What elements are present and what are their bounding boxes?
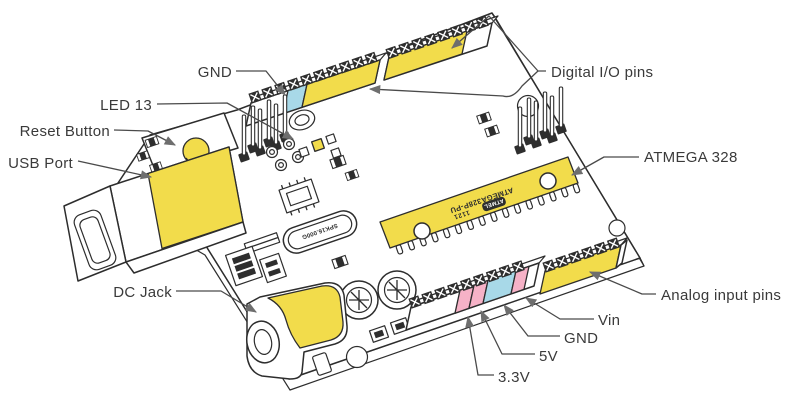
analog-header bbox=[539, 236, 628, 295]
label-atmega: ATMEGA 328 bbox=[644, 149, 738, 166]
label-usb-port: USB Port bbox=[8, 155, 73, 172]
leader-usb bbox=[77, 160, 153, 180]
led-13 bbox=[310, 137, 326, 153]
label-gnd-top: GND bbox=[198, 64, 232, 81]
mounting-hole-top-left bbox=[288, 109, 316, 131]
leader-5v bbox=[480, 309, 535, 355]
chip-date-code: 1121 bbox=[453, 208, 471, 220]
crystal-oscillator: SPK16.000G bbox=[282, 210, 358, 254]
callout-labels: GND LED 13 Reset Button USB Port DC Jack… bbox=[8, 64, 781, 386]
capacitor-2 bbox=[377, 270, 417, 310]
label-3v3: 3.3V bbox=[498, 369, 530, 386]
pin-vin-highlight bbox=[510, 265, 530, 295]
label-dc-jack: DC Jack bbox=[113, 284, 172, 301]
leader-led13 bbox=[156, 102, 294, 140]
power-header bbox=[405, 255, 546, 331]
leader-dc-jack bbox=[176, 290, 257, 313]
leader-digital-right bbox=[451, 15, 546, 72]
label-gnd-bottom: GND bbox=[564, 330, 598, 347]
usb-socket-opening bbox=[73, 209, 117, 271]
mounting-hole-bottom bbox=[345, 345, 369, 369]
dc-jack-opening bbox=[246, 320, 280, 364]
leader-reset bbox=[113, 129, 177, 146]
chip-dot-right bbox=[539, 172, 557, 190]
label-digital-io: Digital I/O pins bbox=[551, 64, 653, 81]
dc-jack bbox=[246, 282, 348, 380]
led-13-cluster bbox=[298, 133, 342, 159]
leader-vin bbox=[525, 297, 594, 320]
mounting-hole-right-edge bbox=[608, 219, 626, 237]
label-reset-button: Reset Button bbox=[20, 123, 110, 140]
label-vin: Vin bbox=[598, 312, 620, 329]
leader-atmega bbox=[571, 156, 639, 176]
leader-3v3 bbox=[465, 315, 494, 376]
chip-dot-left bbox=[413, 222, 431, 240]
label-analog-input: Analog input pins bbox=[661, 287, 781, 304]
reset-button-area bbox=[141, 112, 239, 174]
small-components bbox=[224, 111, 500, 376]
label-led13: LED 13 bbox=[100, 97, 152, 114]
leader-analog bbox=[588, 271, 656, 295]
leader-gnd-bottom bbox=[503, 304, 560, 337]
callout-leaders bbox=[77, 15, 656, 376]
label-5v: 5V bbox=[539, 348, 558, 365]
leader-gnd-top bbox=[236, 70, 286, 96]
usb-port bbox=[63, 146, 247, 282]
leader-digital-left bbox=[368, 70, 539, 98]
